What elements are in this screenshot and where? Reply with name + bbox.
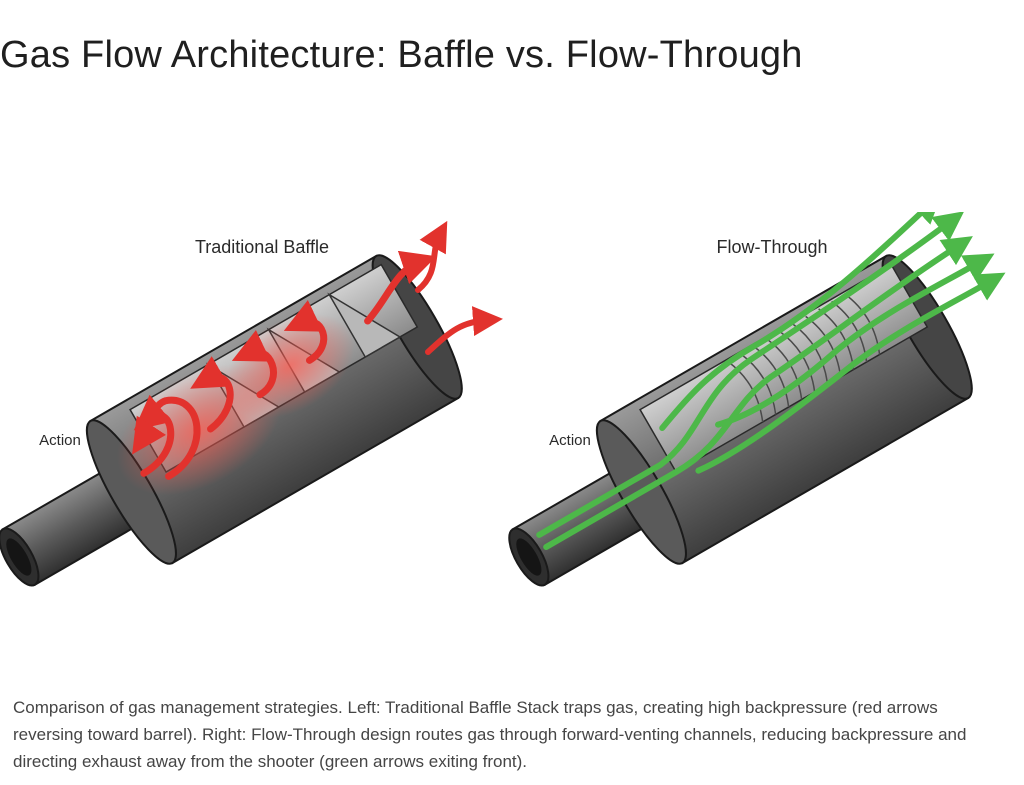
baffle-title: Traditional Baffle xyxy=(195,237,329,257)
flow-through-action-label: Action xyxy=(549,432,591,449)
gas-flow-figure: Traditional Baffle Action xyxy=(0,212,1024,602)
flow-through-suppressor xyxy=(508,212,1006,587)
baffle-diagram: Traditional Baffle Action xyxy=(0,220,503,587)
figure-caption: Comparison of gas management strategies.… xyxy=(13,698,967,771)
page-title: Gas Flow Architecture: Baffle vs. Flow-T… xyxy=(0,34,803,76)
baffle-suppressor xyxy=(0,250,463,587)
flow-through-diagram: Flow-Through Action xyxy=(508,212,1006,587)
gas-flow-diagram: Traditional Baffle Action xyxy=(0,212,1006,587)
baffle-action-label: Action xyxy=(39,432,81,449)
flow-through-title: Flow-Through xyxy=(716,237,827,257)
